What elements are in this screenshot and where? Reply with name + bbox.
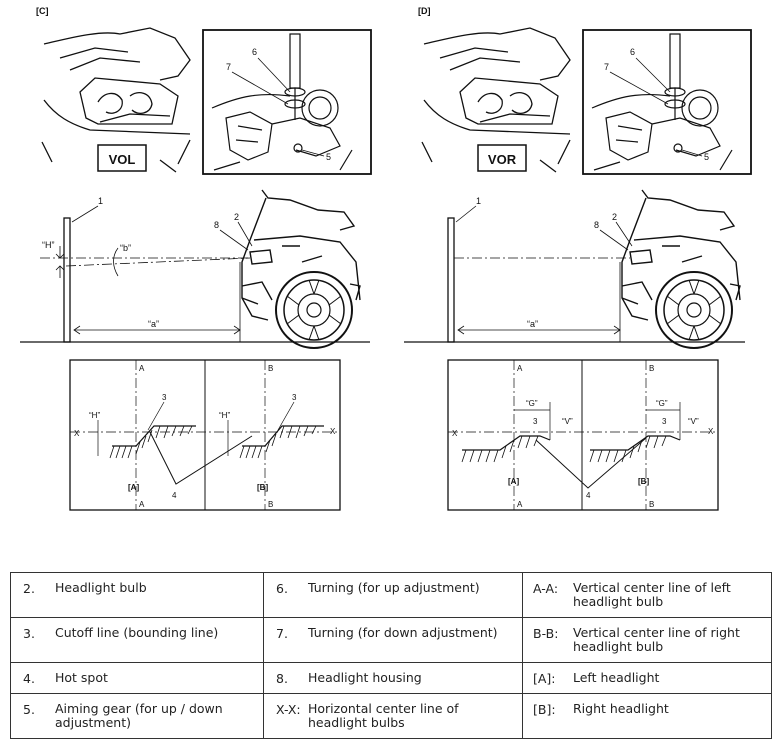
callout-8-right: 8 [594, 220, 599, 230]
bracket-A-left: [A] [128, 483, 139, 492]
axis-A-bottom-left: A [139, 500, 145, 509]
callout-2-right: 2 [612, 212, 617, 222]
side-view-left [20, 189, 370, 349]
legend-text: Right headlight [573, 701, 669, 716]
legend-num: X-X: [276, 702, 301, 717]
dim-H-screen-left-a: “H” [89, 411, 100, 420]
legend-num: 2. [23, 581, 35, 596]
legend-num: A-A: [533, 581, 559, 596]
callout-6-left: 6 [252, 47, 257, 57]
legend-row: 4. Hot spot 8. Headlight housing [A]: Left … [10, 662, 772, 694]
axis-A-top-right: A [517, 364, 523, 373]
axis-B-bottom-right: B [649, 500, 654, 509]
legend-text: Vertical center line of right headlight … [573, 625, 740, 654]
legend-num: [A]: [533, 671, 556, 686]
bracket-B-right: [B] [638, 477, 649, 486]
axis-B-top-left: B [268, 364, 273, 373]
callout-7-left: 7 [226, 62, 231, 72]
axis-B-top-right: B [649, 364, 654, 373]
legend-text: Turning (for up adjustment) [308, 580, 480, 595]
bracket-B-left: [B] [257, 483, 268, 492]
callout-3-right-a: 3 [533, 417, 538, 426]
callout-4-left: 4 [172, 491, 177, 500]
legend-text: Horizontal center line of headlight bulb… [308, 701, 459, 730]
side-view-right [404, 189, 745, 349]
headlight-aiming-diagram: [C] VOL 6 7 5 [20, 6, 752, 511]
screen-pattern-left [69, 359, 341, 511]
legend-num: 5. [23, 702, 35, 717]
vor-badge-label: VOR [488, 152, 517, 167]
dim-H-left: “H” [42, 240, 55, 250]
vol-badge-label: VOL [109, 152, 136, 167]
callout-8-left: 8 [214, 220, 219, 230]
dim-V-right-a: “V” [562, 417, 573, 426]
screen-right [447, 217, 455, 343]
legend-row: 5. Aiming gear (for up / down adjustment)… [10, 693, 772, 739]
dim-V-right-b: “V” [688, 417, 699, 426]
legend-text: Left headlight [573, 670, 660, 685]
axis-X-left-start: X [74, 429, 80, 438]
callout-5-left: 5 [326, 152, 331, 162]
screen-left [63, 217, 71, 343]
dim-b-left: “b” [120, 243, 131, 253]
legend-text: Cutoff line (bounding line) [55, 625, 219, 640]
aiming-gear-detail-left [211, 33, 353, 171]
callout-6-right: 6 [630, 47, 635, 57]
callout-1-left: 1 [98, 196, 103, 206]
axis-B-bottom-left: B [268, 500, 273, 509]
legend-num: 6. [276, 581, 288, 596]
dim-a-right: “a” [527, 319, 538, 329]
dim-H-screen-left-b: “H” [219, 411, 230, 420]
legend-text: Headlight bulb [55, 580, 147, 595]
axis-A-bottom-right: A [517, 500, 523, 509]
legend-text: Vertical center line of left headlight b… [573, 580, 731, 609]
legend-text: Turning (for down adjustment) [308, 625, 498, 640]
legend-num: 3. [23, 626, 35, 641]
legend-row: 2. Headlight bulb 6. Turning (for up adjus… [10, 572, 772, 618]
callout-3-right-b: 3 [662, 417, 667, 426]
dim-G-right-b: “G” [656, 399, 668, 408]
legend-row: 3. Cutoff line (bounding line) 7. Turning … [10, 617, 772, 663]
callout-3-left-a: 3 [162, 393, 167, 402]
panel-tag-left: [C] [36, 6, 49, 16]
legend-num: 7. [276, 626, 288, 641]
vor-badge [477, 144, 527, 172]
legend-text: Hot spot [55, 670, 108, 685]
screen-pattern-right [447, 359, 719, 511]
callout-7-right: 7 [604, 62, 609, 72]
headlight-sketch-right [421, 27, 571, 173]
legend-num: [B]: [533, 702, 556, 717]
aiming-gear-detail-right [591, 33, 733, 171]
panel-tag-right: [D] [418, 6, 431, 16]
callout-3-left-b: 3 [292, 393, 297, 402]
legend-num: 4. [23, 671, 35, 686]
dim-G-right-a: “G” [526, 399, 538, 408]
dim-a-left: “a” [148, 319, 159, 329]
callout-1-right: 1 [476, 196, 481, 206]
vol-badge [97, 144, 147, 172]
legend-num: B-B: [533, 626, 559, 641]
legend-text: Aiming gear (for up / down adjustment) [55, 701, 223, 730]
bracket-A-right: [A] [508, 477, 519, 486]
legend-table: 2. Headlight bulb 6. Turning (for up adjus… [10, 572, 772, 739]
axis-X-right-end: X [708, 427, 714, 436]
axis-A-top-left: A [139, 364, 145, 373]
legend-num: 8. [276, 671, 288, 686]
callout-4-right: 4 [586, 491, 591, 500]
callout-2-left: 2 [234, 212, 239, 222]
headlight-sketch-left [41, 27, 191, 173]
legend-text: Headlight housing [308, 670, 422, 685]
axis-X-left-end: X [330, 427, 336, 436]
callout-5-right: 5 [704, 152, 709, 162]
axis-X-right-start: X [452, 429, 458, 438]
